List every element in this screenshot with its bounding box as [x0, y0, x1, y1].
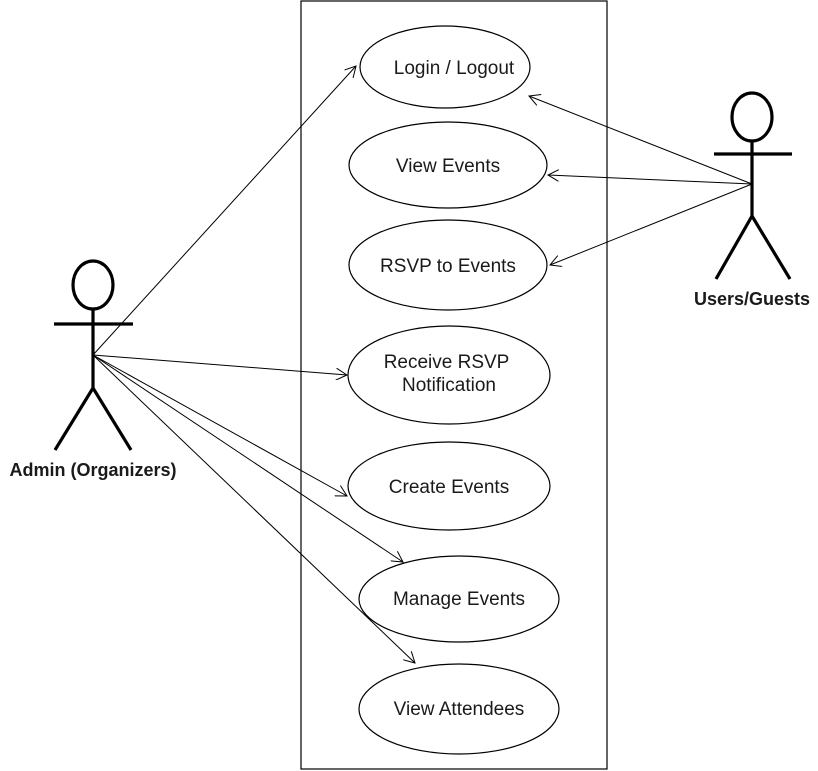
assoc-admin-view-attendees	[92, 354, 415, 663]
svg-text:RSVP to Events: RSVP to Events	[380, 256, 516, 277]
use-case-receive-rsvp-label-line1: Receive RSVP	[384, 352, 509, 373]
svg-text:Create Events: Create Events	[389, 477, 509, 498]
use-case-login-ellipse	[359, 25, 531, 109]
stick-figure-icon	[53, 259, 133, 451]
assoc-admin-create-events	[92, 354, 347, 496]
actor-admin-label: Admin (Organizers)	[9, 460, 176, 480]
use-case-view-attendees[interactable]: View Attendees	[358, 663, 560, 755]
assoc-admin-login	[92, 66, 356, 356]
svg-text:View Events: View Events	[396, 156, 500, 177]
use-case-view-events-label: View Events	[396, 156, 500, 177]
use-case-create-events-label: Create Events	[389, 477, 509, 498]
use-case-rsvp-label: RSVP to Events	[380, 256, 516, 277]
assoc-users-view-events	[548, 175, 753, 185]
use-case-create-events-ellipse	[347, 441, 551, 531]
use-case-view-attendees-ellipse	[358, 663, 560, 755]
svg-text:Login / Logout: Login / Logout	[394, 58, 515, 79]
use-case-receive-rsvp-label-line2: Notification	[402, 375, 496, 396]
assoc-admin-manage-events	[92, 354, 403, 562]
actor-users[interactable]: Users/Guests	[694, 91, 810, 309]
use-case-receive-rsvp[interactable]: Receive RSVP Notification	[347, 325, 551, 425]
use-case-manage-events[interactable]: Manage Events	[358, 555, 560, 643]
use-case-create-events[interactable]: Create Events	[347, 441, 551, 531]
use-case-view-events-ellipse	[348, 121, 548, 209]
use-case-rsvp-ellipse	[348, 219, 548, 311]
actor-users-label: Users/Guests	[694, 289, 810, 309]
svg-text:Manage Events: Manage Events	[393, 589, 525, 610]
svg-text:Receive RSVP Notificatio: Receive RSVP Notification	[384, 352, 515, 396]
use-case-receive-rsvp-ellipse	[347, 325, 551, 425]
use-case-rsvp[interactable]: RSVP to Events	[348, 219, 548, 311]
assoc-users-rsvp	[550, 183, 753, 265]
assoc-users-login	[529, 96, 753, 185]
users-associations	[529, 96, 753, 265]
use-case-login[interactable]: Login / Logout	[359, 25, 531, 109]
svg-text:View Attendees: View Attendees	[394, 699, 525, 720]
use-case-manage-events-ellipse	[358, 555, 560, 643]
use-case-manage-events-label: Manage Events	[393, 589, 525, 610]
use-case-view-attendees-label: View Attendees	[394, 699, 525, 720]
admin-associations	[92, 66, 415, 663]
assoc-admin-receive-rsvp	[92, 354, 347, 375]
actor-admin[interactable]: Admin (Organizers)	[9, 259, 177, 480]
system-boundary	[300, 0, 608, 770]
stick-figure-icon	[714, 91, 792, 280]
use-case-login-label: Login / Logout	[394, 58, 515, 79]
use-case-view-events[interactable]: View Events	[348, 121, 548, 209]
